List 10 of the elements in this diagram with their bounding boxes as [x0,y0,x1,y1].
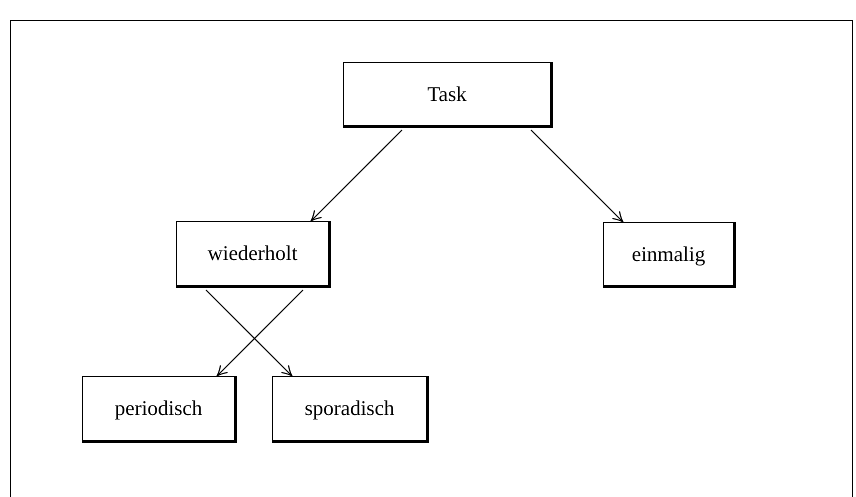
node-label: sporadisch [304,396,394,421]
process-box [603,222,736,288]
process-box [272,376,429,443]
node-label: Task [427,82,467,106]
process-box [343,62,553,128]
node-label: wiederholt [208,241,298,266]
process-box [82,376,237,443]
node-label: einmalig [632,242,706,266]
node-label: periodisch [114,396,202,421]
process-box [176,221,331,288]
